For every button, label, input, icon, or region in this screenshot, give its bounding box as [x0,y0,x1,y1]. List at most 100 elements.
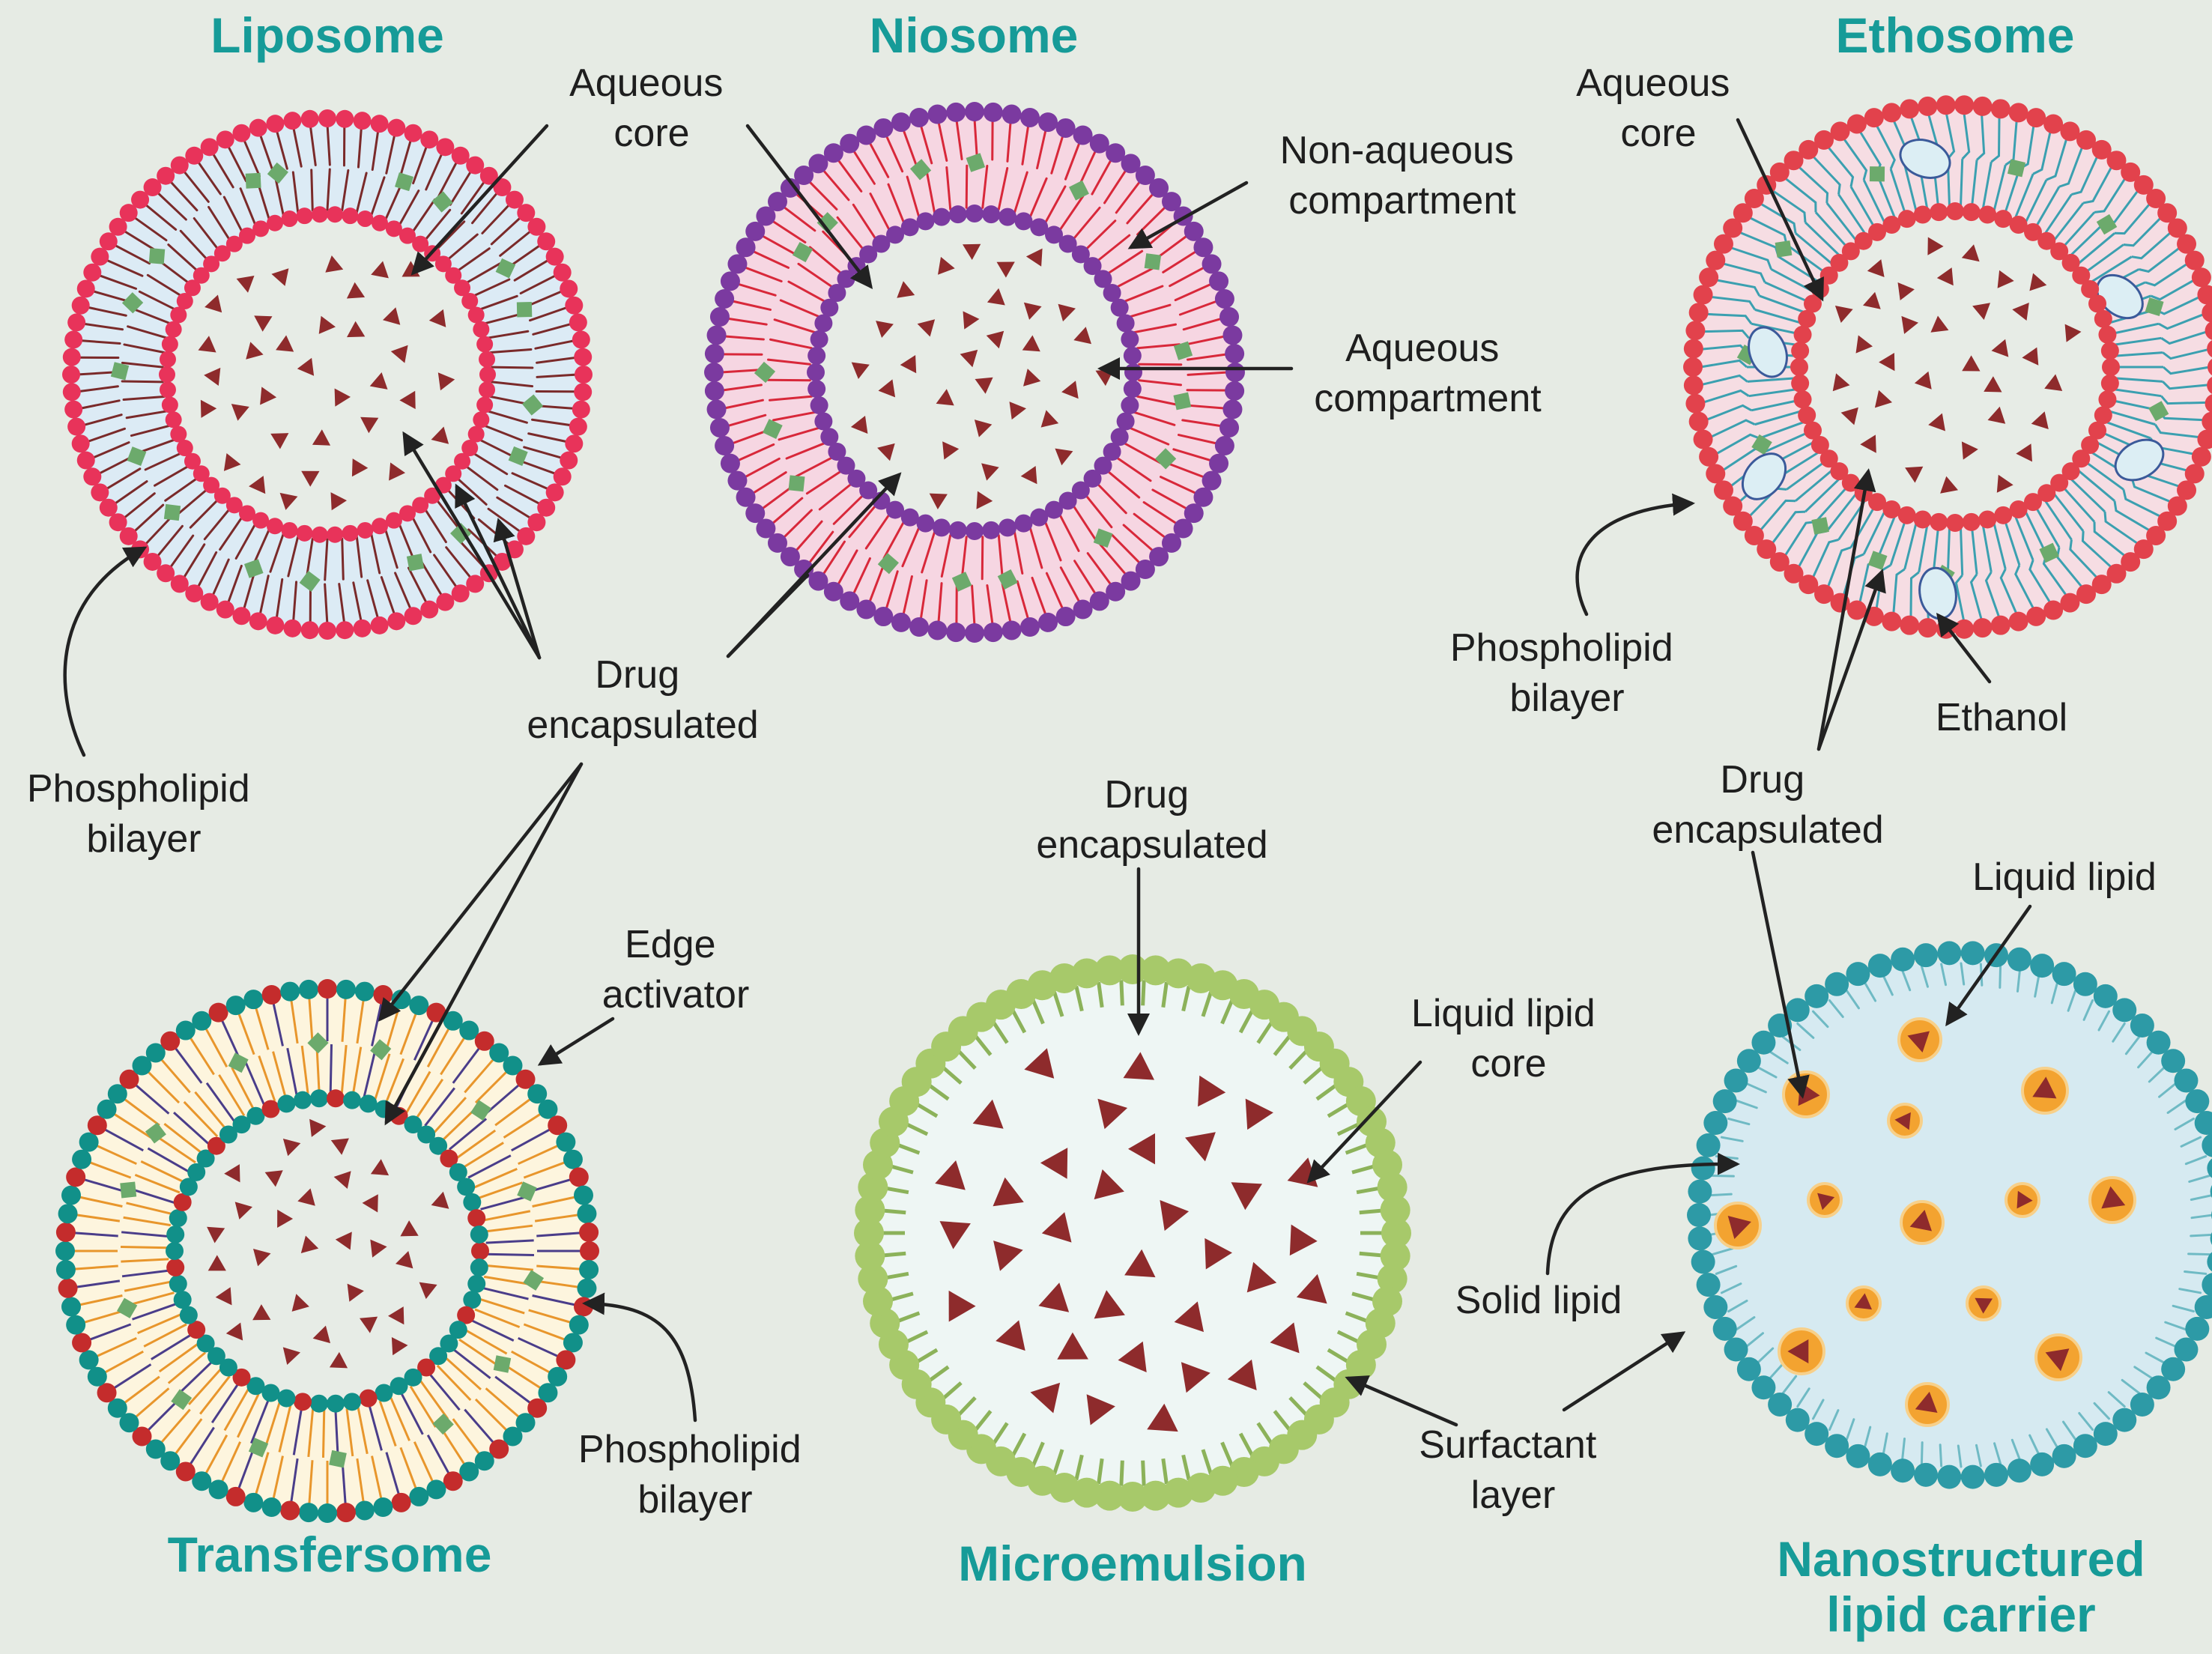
surfactant-head [2174,1068,2199,1093]
lipid-tail [1889,519,1907,566]
lipid-tail [2160,330,2208,345]
surfactant-head [1089,133,1109,154]
lipid-tail [1136,343,1181,350]
lipid-head [283,112,302,130]
lipid-head [342,207,359,225]
lipid-head [1897,506,1916,524]
lipid-tail [1993,1442,2002,1465]
lipid-head [266,616,285,634]
drug-encapsulated-label-top: Drug encapsulated [527,653,758,747]
lipid-head [1688,303,1709,323]
lipid-tail [486,330,530,339]
lipid-tail [937,120,948,162]
lipid-tail [449,169,473,206]
lipid-head [505,190,524,209]
lipid-tail [534,1214,580,1223]
surfactant-tail [903,1330,929,1345]
surfactant-head [1891,1458,1915,1483]
lipid-head [196,1334,215,1353]
lipid-head [399,505,416,522]
lipid-tail [219,515,244,551]
lipid-head [391,1492,411,1512]
lipid-head [1683,357,1703,377]
arrow-ethosome-aqueous-core [1736,118,1824,302]
surfactant-head [1696,1273,1721,1297]
lipid-tail [925,169,936,214]
lipid-head [2094,309,2112,328]
surfactant-head [2185,1089,2210,1114]
lipid-head [179,1178,198,1196]
drug-triangle [2032,1076,2057,1099]
lipid-tail [2113,388,2162,398]
lipid-head [412,235,429,252]
lipid-head [440,1334,458,1353]
lipid-tail [1001,583,1012,625]
lipid-tail [371,128,380,172]
surfactant-head [1121,154,1141,174]
lipid-tail [371,1455,383,1500]
lipid-tail [1961,112,1971,160]
surfactant-tail [991,1020,1009,1044]
lipid-tail [1184,404,1227,410]
surfactant-tail [1238,1009,1255,1034]
lipid-head [527,1084,548,1104]
drug-square [1775,240,1793,258]
lipid-head [572,330,590,349]
lipid-head [91,247,109,266]
lipid-tail [137,1312,183,1334]
surfactant-head [1135,560,1155,580]
lipid-head [2088,421,2107,440]
surfactant-head [2210,1232,2212,1245]
drug-square [1093,528,1113,548]
arrow-niosome-aqueous-core [745,124,873,289]
lipid-tail [1700,359,1748,369]
surfactant-tail [1288,1048,1309,1070]
lipid-tail [2190,1194,2212,1202]
drug-square [1144,253,1162,270]
lipid-head [2076,584,2096,605]
surfactant-head [858,1172,888,1202]
lipid-tail [997,534,1004,578]
drug-square [877,553,899,575]
lipid-head [445,267,462,284]
lipid-tail [470,1318,515,1342]
drug-triangle [330,1138,349,1155]
lipid-tail [471,278,511,298]
lipid-tail [151,1333,193,1360]
lipid-head [1936,95,1956,115]
surfactant-head [808,571,828,591]
surfactant-head [1116,412,1135,431]
lipid-head [569,1167,589,1187]
surfactant-tail [1303,1064,1325,1085]
drug-triangle [900,355,917,374]
lipid-tail [1849,186,1876,229]
lipid-tail [85,306,127,317]
drug-triangle [963,311,980,330]
drug-triangle [1930,315,1949,333]
surfactant-tail [991,1422,1009,1446]
lipid-tail [76,371,119,376]
drug-triangle [1160,1200,1190,1232]
lipid-tail [440,1106,478,1142]
lipid-head [83,263,102,282]
lipid-head [560,451,578,470]
lipid-head [343,1091,362,1109]
lipid-head [1962,512,1981,531]
lipid-tail [2069,221,2106,257]
lipid-tail [384,527,399,569]
lipid-head [537,232,556,251]
lipid-tail [1903,522,1918,570]
lipid-tail [218,1074,246,1117]
lipid-tail [981,536,984,581]
lipid-tail [1939,1444,1943,1467]
lipid-tail [210,151,234,189]
lipid-tail [122,1097,160,1127]
surfactant-head [1846,1444,1870,1468]
lipid-tail [2097,1010,2110,1032]
lipid-head [1994,506,2013,524]
lipid-head [1830,253,1849,272]
lipid-head [246,1106,265,1125]
lipid-head [216,600,234,619]
surfactant-head [859,245,878,264]
lipid-tail [1720,1136,1744,1142]
